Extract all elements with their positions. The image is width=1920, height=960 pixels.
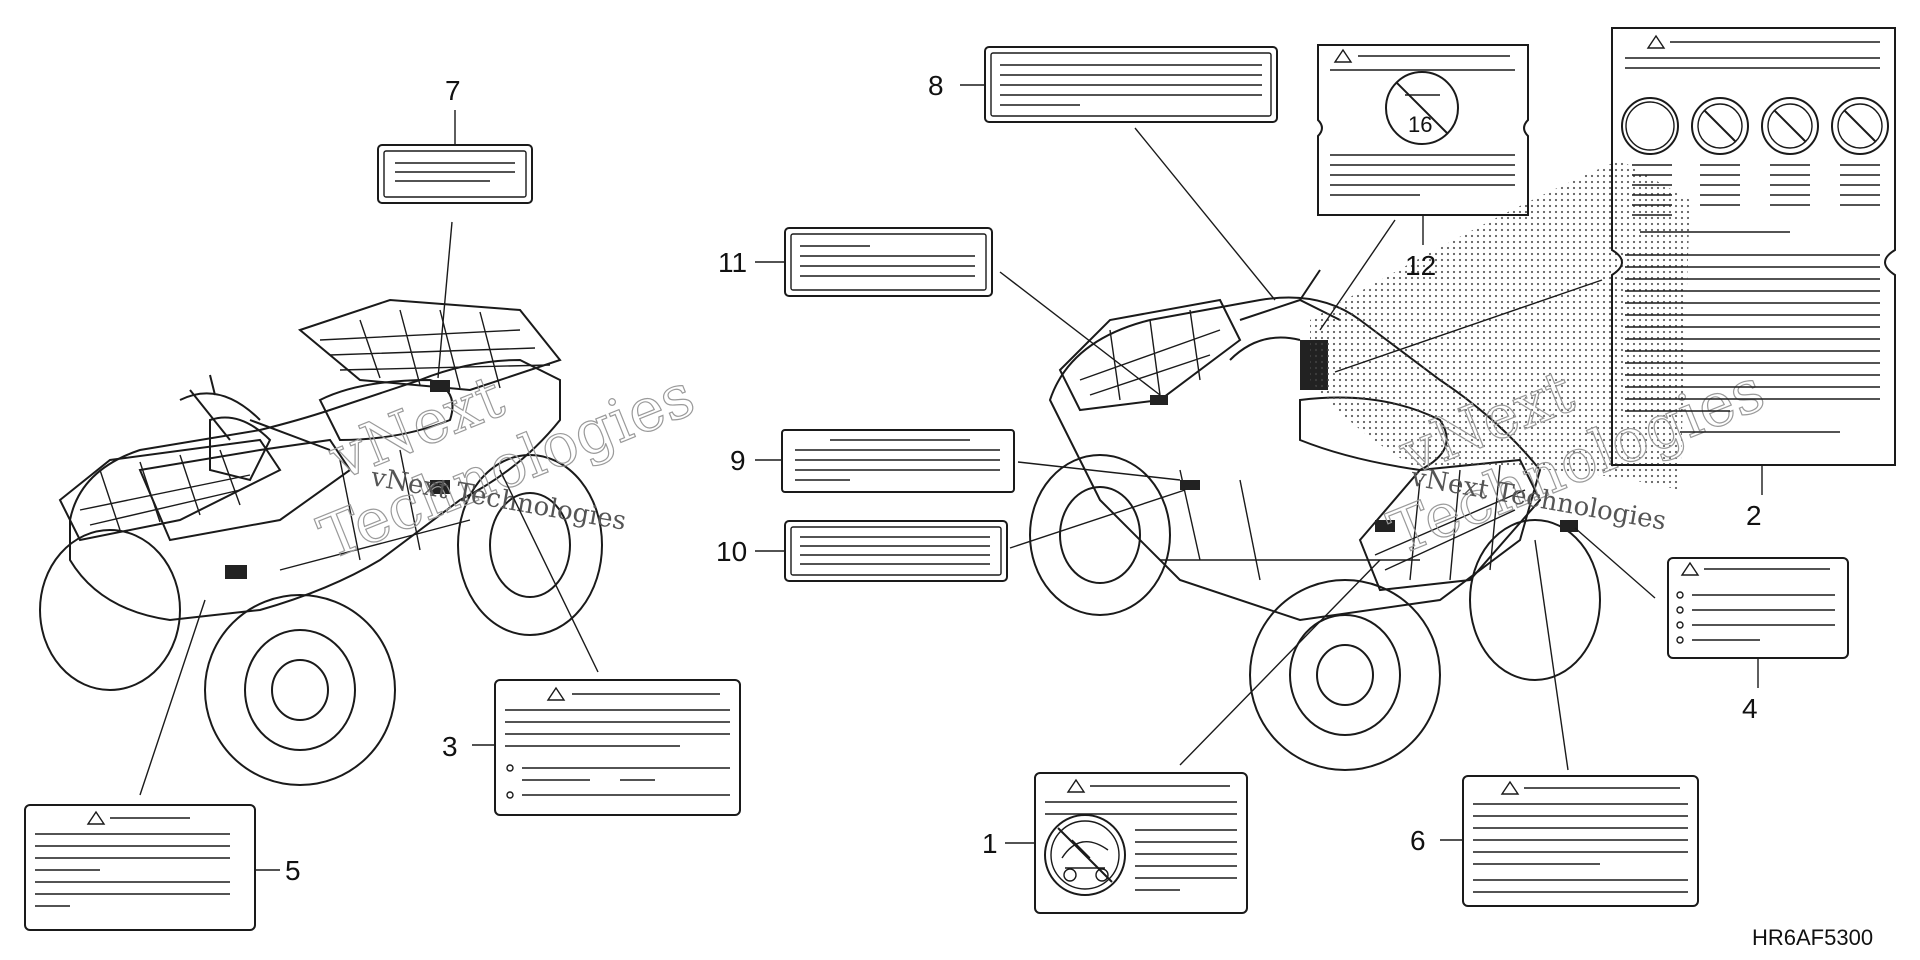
no-under-16-icon: 16 [1385,71,1459,145]
prohibition-icon [1691,97,1749,155]
no-passenger-icon [1044,814,1126,896]
callout-4: 4 [1742,693,1758,724]
label-4[interactable] [1667,557,1849,659]
watermark-left: vNext Technologies [309,360,705,575]
callout-10: 10 [716,536,747,567]
label-12[interactable]: 16 [1317,44,1529,216]
label-9[interactable] [781,429,1015,493]
warning-triangle-icon [1500,780,1520,795]
svg-text:16: 16 [1408,112,1432,137]
callout-1: 1 [982,828,998,859]
warning-triangle-icon [1333,48,1353,63]
warning-triangle-icon [1680,561,1700,576]
callout-3: 3 [442,731,458,762]
prohibition-icon [1831,97,1889,155]
callout-11: 11 [718,247,747,278]
prohibition-icon [1761,97,1819,155]
atv-left-view [39,298,603,786]
warning-triangle-icon [1646,34,1666,49]
callout-6: 6 [1410,825,1426,856]
callout-7: 7 [445,75,461,106]
label-5[interactable] [24,804,256,931]
label-7[interactable] [377,144,533,204]
label-6[interactable] [1462,775,1699,907]
warning-triangle-icon [86,810,106,825]
label-3[interactable] [494,679,741,816]
label-11[interactable] [784,227,993,297]
diagram-code: HR6AF5300 [1752,925,1873,950]
dotted-spray-area [1310,160,1690,490]
callout-8: 8 [928,70,944,101]
label-1[interactable] [1034,772,1248,914]
callout-5: 5 [285,855,301,886]
label-10[interactable] [784,520,1008,582]
label-2[interactable] [1611,27,1896,466]
label-8[interactable] [984,46,1278,123]
callout-9: 9 [730,445,746,476]
warning-triangle-icon [1066,778,1086,793]
warning-triangle-icon [546,686,566,701]
callout-2: 2 [1746,500,1762,531]
callout-12: 12 [1405,250,1436,281]
